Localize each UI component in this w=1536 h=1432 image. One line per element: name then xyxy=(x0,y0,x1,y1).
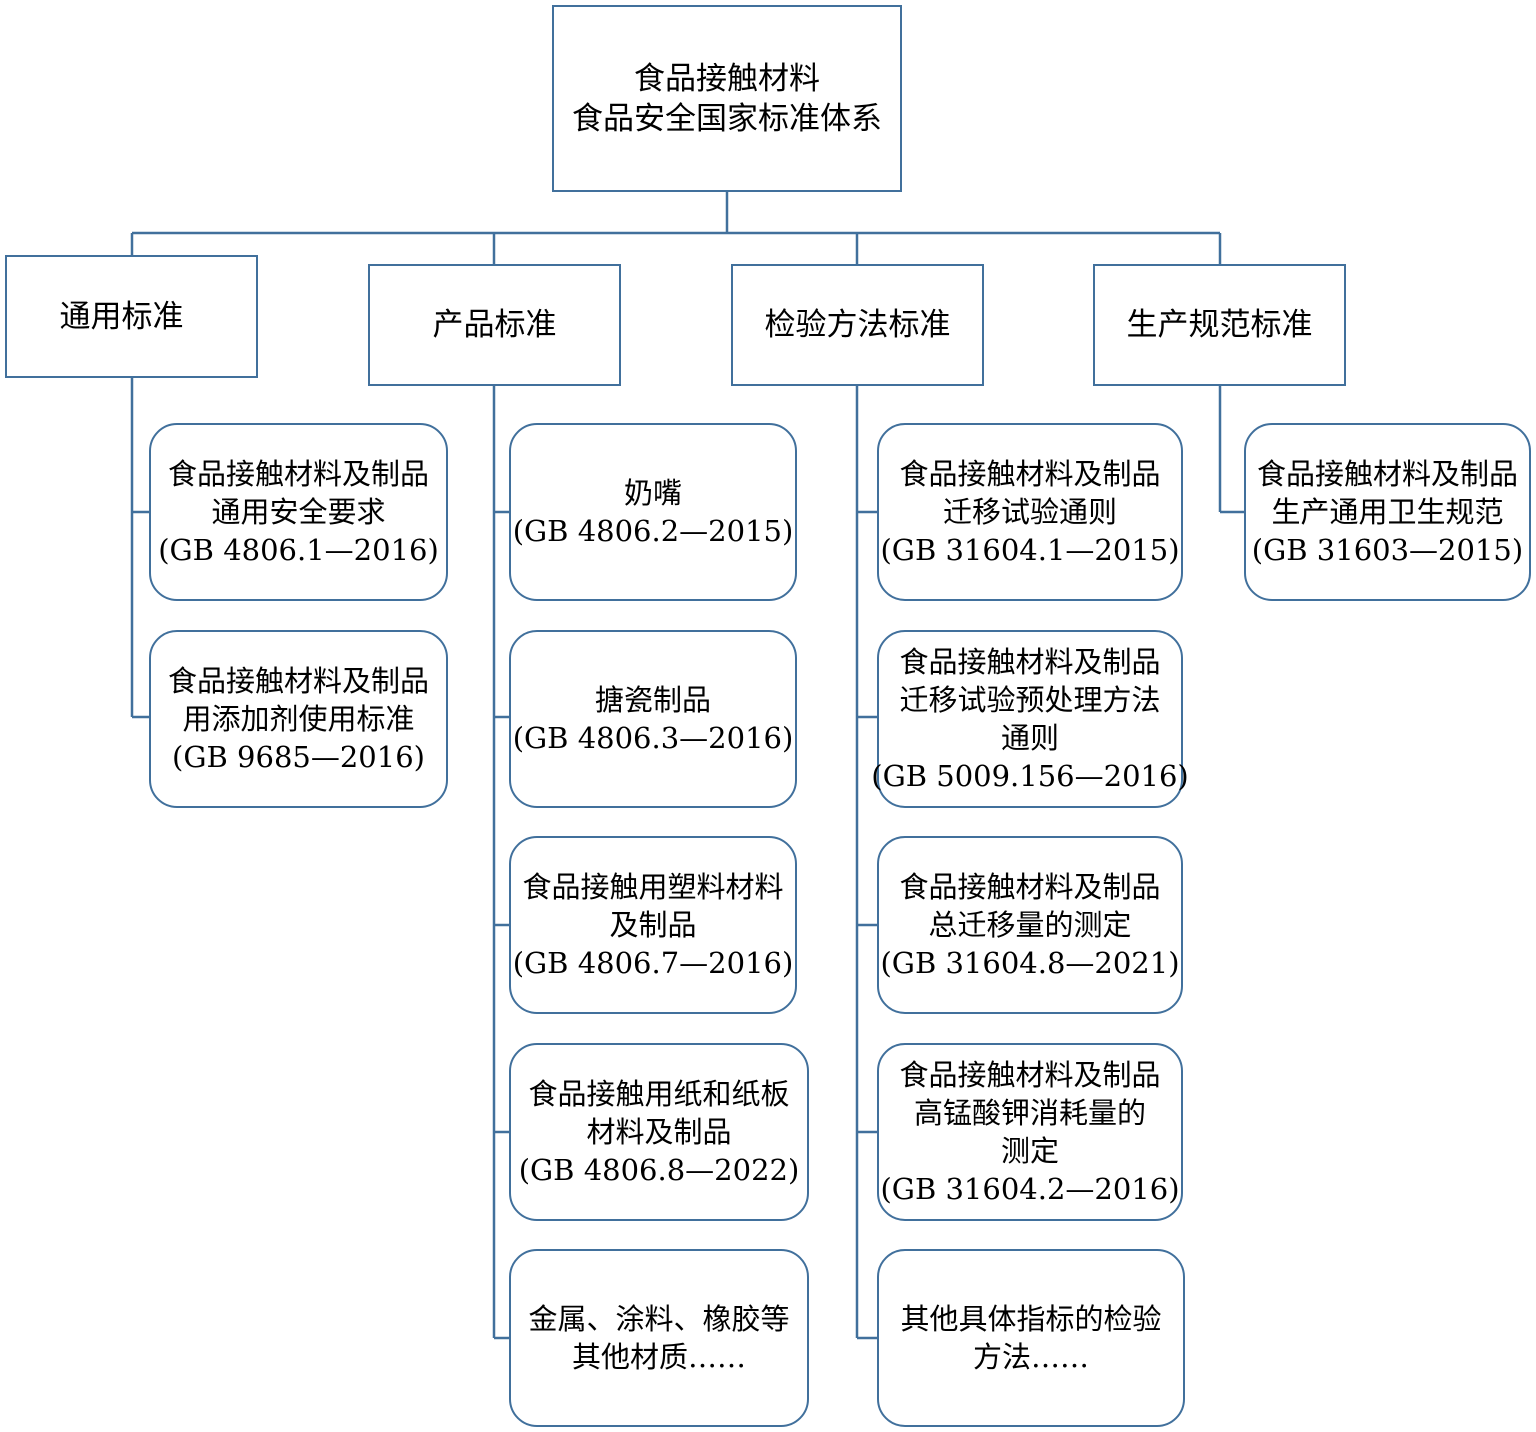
standard-code: (GB 5009.156—2016) xyxy=(871,759,1189,793)
product-standard-other: 金属、涂料、橡胶等 其他材质…… xyxy=(509,1249,809,1427)
standard-line: 方法…… xyxy=(972,1340,1089,1374)
root-title-line-1: 食品接触材料 xyxy=(634,60,820,97)
standard-line: 测定 xyxy=(1000,1134,1059,1168)
category-method-label: 检验方法标准 xyxy=(764,307,951,343)
standard-line: 生产通用卫生规范 xyxy=(1271,495,1504,529)
category-production-label: 生产规范标准 xyxy=(1126,307,1313,343)
general-standard-2: 食品接触材料及制品 用添加剂使用标准 (GB 9685—2016) xyxy=(149,630,448,808)
method-standard-1: 食品接触材料及制品 迁移试验通则 (GB 31604.1—2015) xyxy=(877,423,1183,601)
standard-line: 食品接触材料及制品 xyxy=(899,870,1161,904)
root-title-line-2: 食品安全国家标准体系 xyxy=(572,100,882,137)
root-node: 食品接触材料 食品安全国家标准体系 xyxy=(552,5,902,192)
standard-line: 奶嘴 xyxy=(623,476,682,510)
method-standard-3: 食品接触材料及制品 总迁移量的测定 (GB 31604.8—2021) xyxy=(877,836,1183,1014)
standard-line: 食品接触材料及制品 xyxy=(899,1058,1161,1092)
standard-code: (GB 31604.8—2021) xyxy=(880,946,1180,980)
category-product-label: 产品标准 xyxy=(432,307,557,343)
product-standard-1: 奶嘴 (GB 4806.2—2015) xyxy=(509,423,797,601)
product-standard-3: 食品接触用塑料材料 及制品 (GB 4806.7—2016) xyxy=(509,836,797,1014)
standard-line: 其他材质…… xyxy=(571,1340,746,1374)
standard-line: 食品接触材料及制品 xyxy=(899,645,1161,679)
product-standard-2: 搪瓷制品 (GB 4806.3—2016) xyxy=(509,630,797,808)
standard-code: (GB 4806.3—2016) xyxy=(512,721,794,755)
standard-code: (GB 31604.2—2016) xyxy=(880,1172,1180,1206)
standard-line: 材料及制品 xyxy=(586,1115,732,1149)
standard-code: (GB 4806.7—2016) xyxy=(512,946,794,980)
standard-line: 通则 xyxy=(1000,721,1059,755)
standard-code: (GB 4806.2—2015) xyxy=(512,514,794,548)
standard-line: 食品接触用塑料材料 xyxy=(522,870,784,904)
category-product: 产品标准 xyxy=(368,264,621,386)
general-standard-1: 食品接触材料及制品 通用安全要求 (GB 4806.1—2016) xyxy=(149,423,448,601)
standard-line: 通用安全要求 xyxy=(211,495,386,529)
method-standard-other: 其他具体指标的检验 方法…… xyxy=(877,1249,1185,1427)
standard-line: 食品接触材料及制品 xyxy=(899,457,1161,491)
standard-code: (GB 9685—2016) xyxy=(172,740,425,774)
category-general-label: 通用标准 xyxy=(59,298,184,335)
standard-line: 食品接触材料及制品 xyxy=(167,457,429,491)
standard-line: 高锰酸钾消耗量的 xyxy=(913,1096,1146,1130)
standard-line: 迁移试验通则 xyxy=(942,495,1117,529)
standard-line: 总迁移量的测定 xyxy=(928,908,1132,942)
standard-line: 金属、涂料、橡胶等 xyxy=(528,1302,790,1336)
standard-line: 食品接触材料及制品 xyxy=(167,664,429,698)
standard-line: 迁移试验预处理方法 xyxy=(899,683,1161,717)
standard-line: 其他具体指标的检验 xyxy=(900,1302,1162,1336)
standard-line: 食品接触用纸和纸板 xyxy=(528,1077,790,1111)
method-standard-4: 食品接触材料及制品 高锰酸钾消耗量的 测定 (GB 31604.2—2016) xyxy=(877,1043,1183,1221)
product-standard-4: 食品接触用纸和纸板 材料及制品 (GB 4806.8—2022) xyxy=(509,1043,809,1221)
category-production: 生产规范标准 xyxy=(1093,264,1346,386)
category-method: 检验方法标准 xyxy=(731,264,984,386)
standard-code: (GB 4806.8—2022) xyxy=(518,1153,800,1187)
method-standard-2: 食品接触材料及制品 迁移试验预处理方法 通则 (GB 5009.156—2016… xyxy=(871,630,1189,808)
standard-code: (GB 4806.1—2016) xyxy=(158,533,439,567)
production-standard-1: 食品接触材料及制品 生产通用卫生规范 (GB 31603—2015) xyxy=(1244,423,1531,601)
standard-code: (GB 31603—2015) xyxy=(1251,533,1524,567)
standard-line: 及制品 xyxy=(609,908,697,942)
standard-line: 食品接触材料及制品 xyxy=(1256,457,1518,491)
category-general: 通用标准 xyxy=(5,255,258,378)
standard-line: 用添加剂使用标准 xyxy=(182,702,415,736)
standard-line: 搪瓷制品 xyxy=(594,683,711,717)
standard-code: (GB 31604.1—2015) xyxy=(880,533,1180,567)
